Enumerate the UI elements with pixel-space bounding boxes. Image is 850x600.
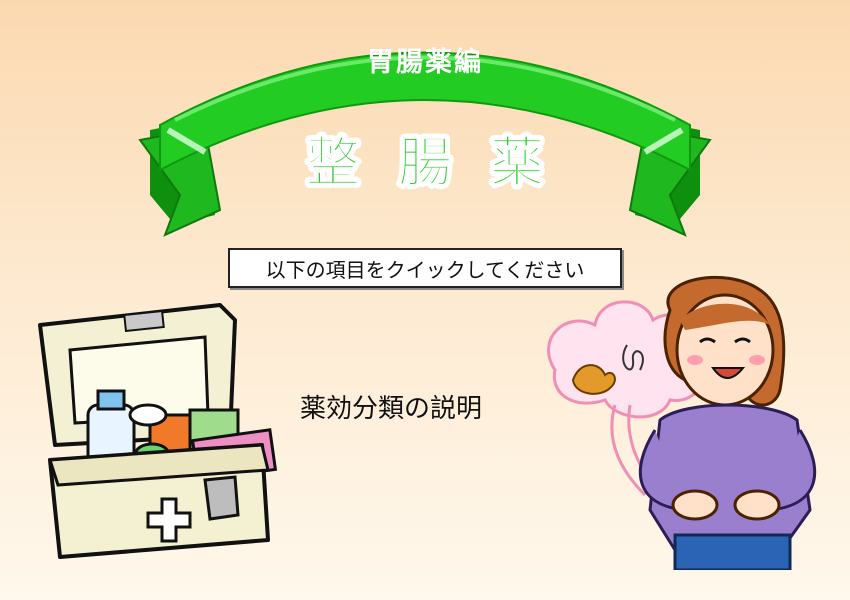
menu-item-drug-classification[interactable]: 薬効分類の説明: [300, 394, 483, 424]
page-title: 整腸薬: [306, 131, 582, 195]
woman-stomach-ache-illustration: [547, 275, 817, 570]
ribbon-banner: [138, 51, 712, 237]
first-aid-kit-icon: [38, 303, 278, 559]
instruction-box: 以下の項目をクイックしてください: [228, 248, 622, 288]
category-subtitle: 胃腸薬編: [367, 47, 483, 78]
instruction-text: 以下の項目をクイックしてください: [265, 257, 585, 282]
